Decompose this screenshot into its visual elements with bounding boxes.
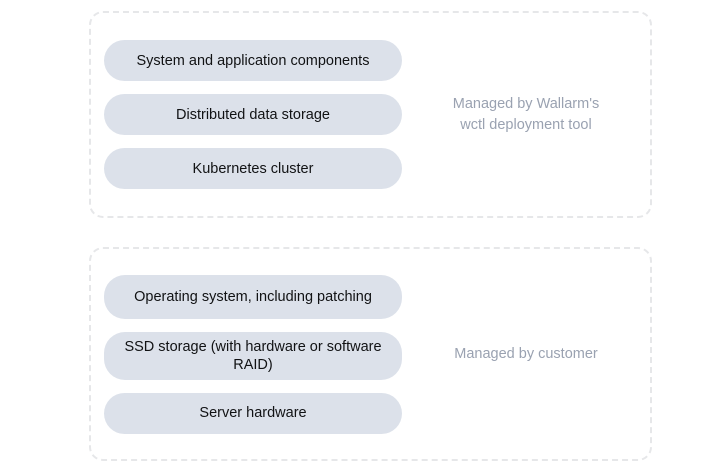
- pill-server-hardware: Server hardware: [104, 392, 402, 434]
- pill-column-wallarm: System and application components Distri…: [91, 13, 402, 216]
- pill-column-customer: Operating system, including patching SSD…: [91, 249, 402, 459]
- group-managed-by-customer: Operating system, including patching SSD…: [89, 247, 652, 461]
- pill-label: Operating system, including patching: [134, 288, 372, 305]
- pill-label: SSD storage (with hardware or software R…: [124, 338, 382, 373]
- pill-distributed-data-storage: Distributed data storage: [104, 94, 402, 135]
- group-managed-by-wallarm: System and application components Distri…: [89, 11, 652, 218]
- pill-label: System and application components: [136, 52, 370, 69]
- pill-label: Server hardware: [199, 405, 307, 421]
- owner-label-wallarm: Managed by Wallarm's wctl deployment too…: [452, 95, 600, 133]
- pill-kubernetes-cluster: Kubernetes cluster: [104, 148, 402, 189]
- pill-ssd-storage: SSD storage (with hardware or software R…: [104, 331, 402, 380]
- pill-system-and-application-components: System and application components: [104, 40, 402, 81]
- pill-label: Kubernetes cluster: [192, 160, 314, 177]
- owner-label-customer: Managed by customer: [454, 345, 598, 362]
- pill-operating-system-including-patching: Operating system, including patching: [104, 274, 402, 319]
- pill-label: Distributed data storage: [176, 106, 330, 123]
